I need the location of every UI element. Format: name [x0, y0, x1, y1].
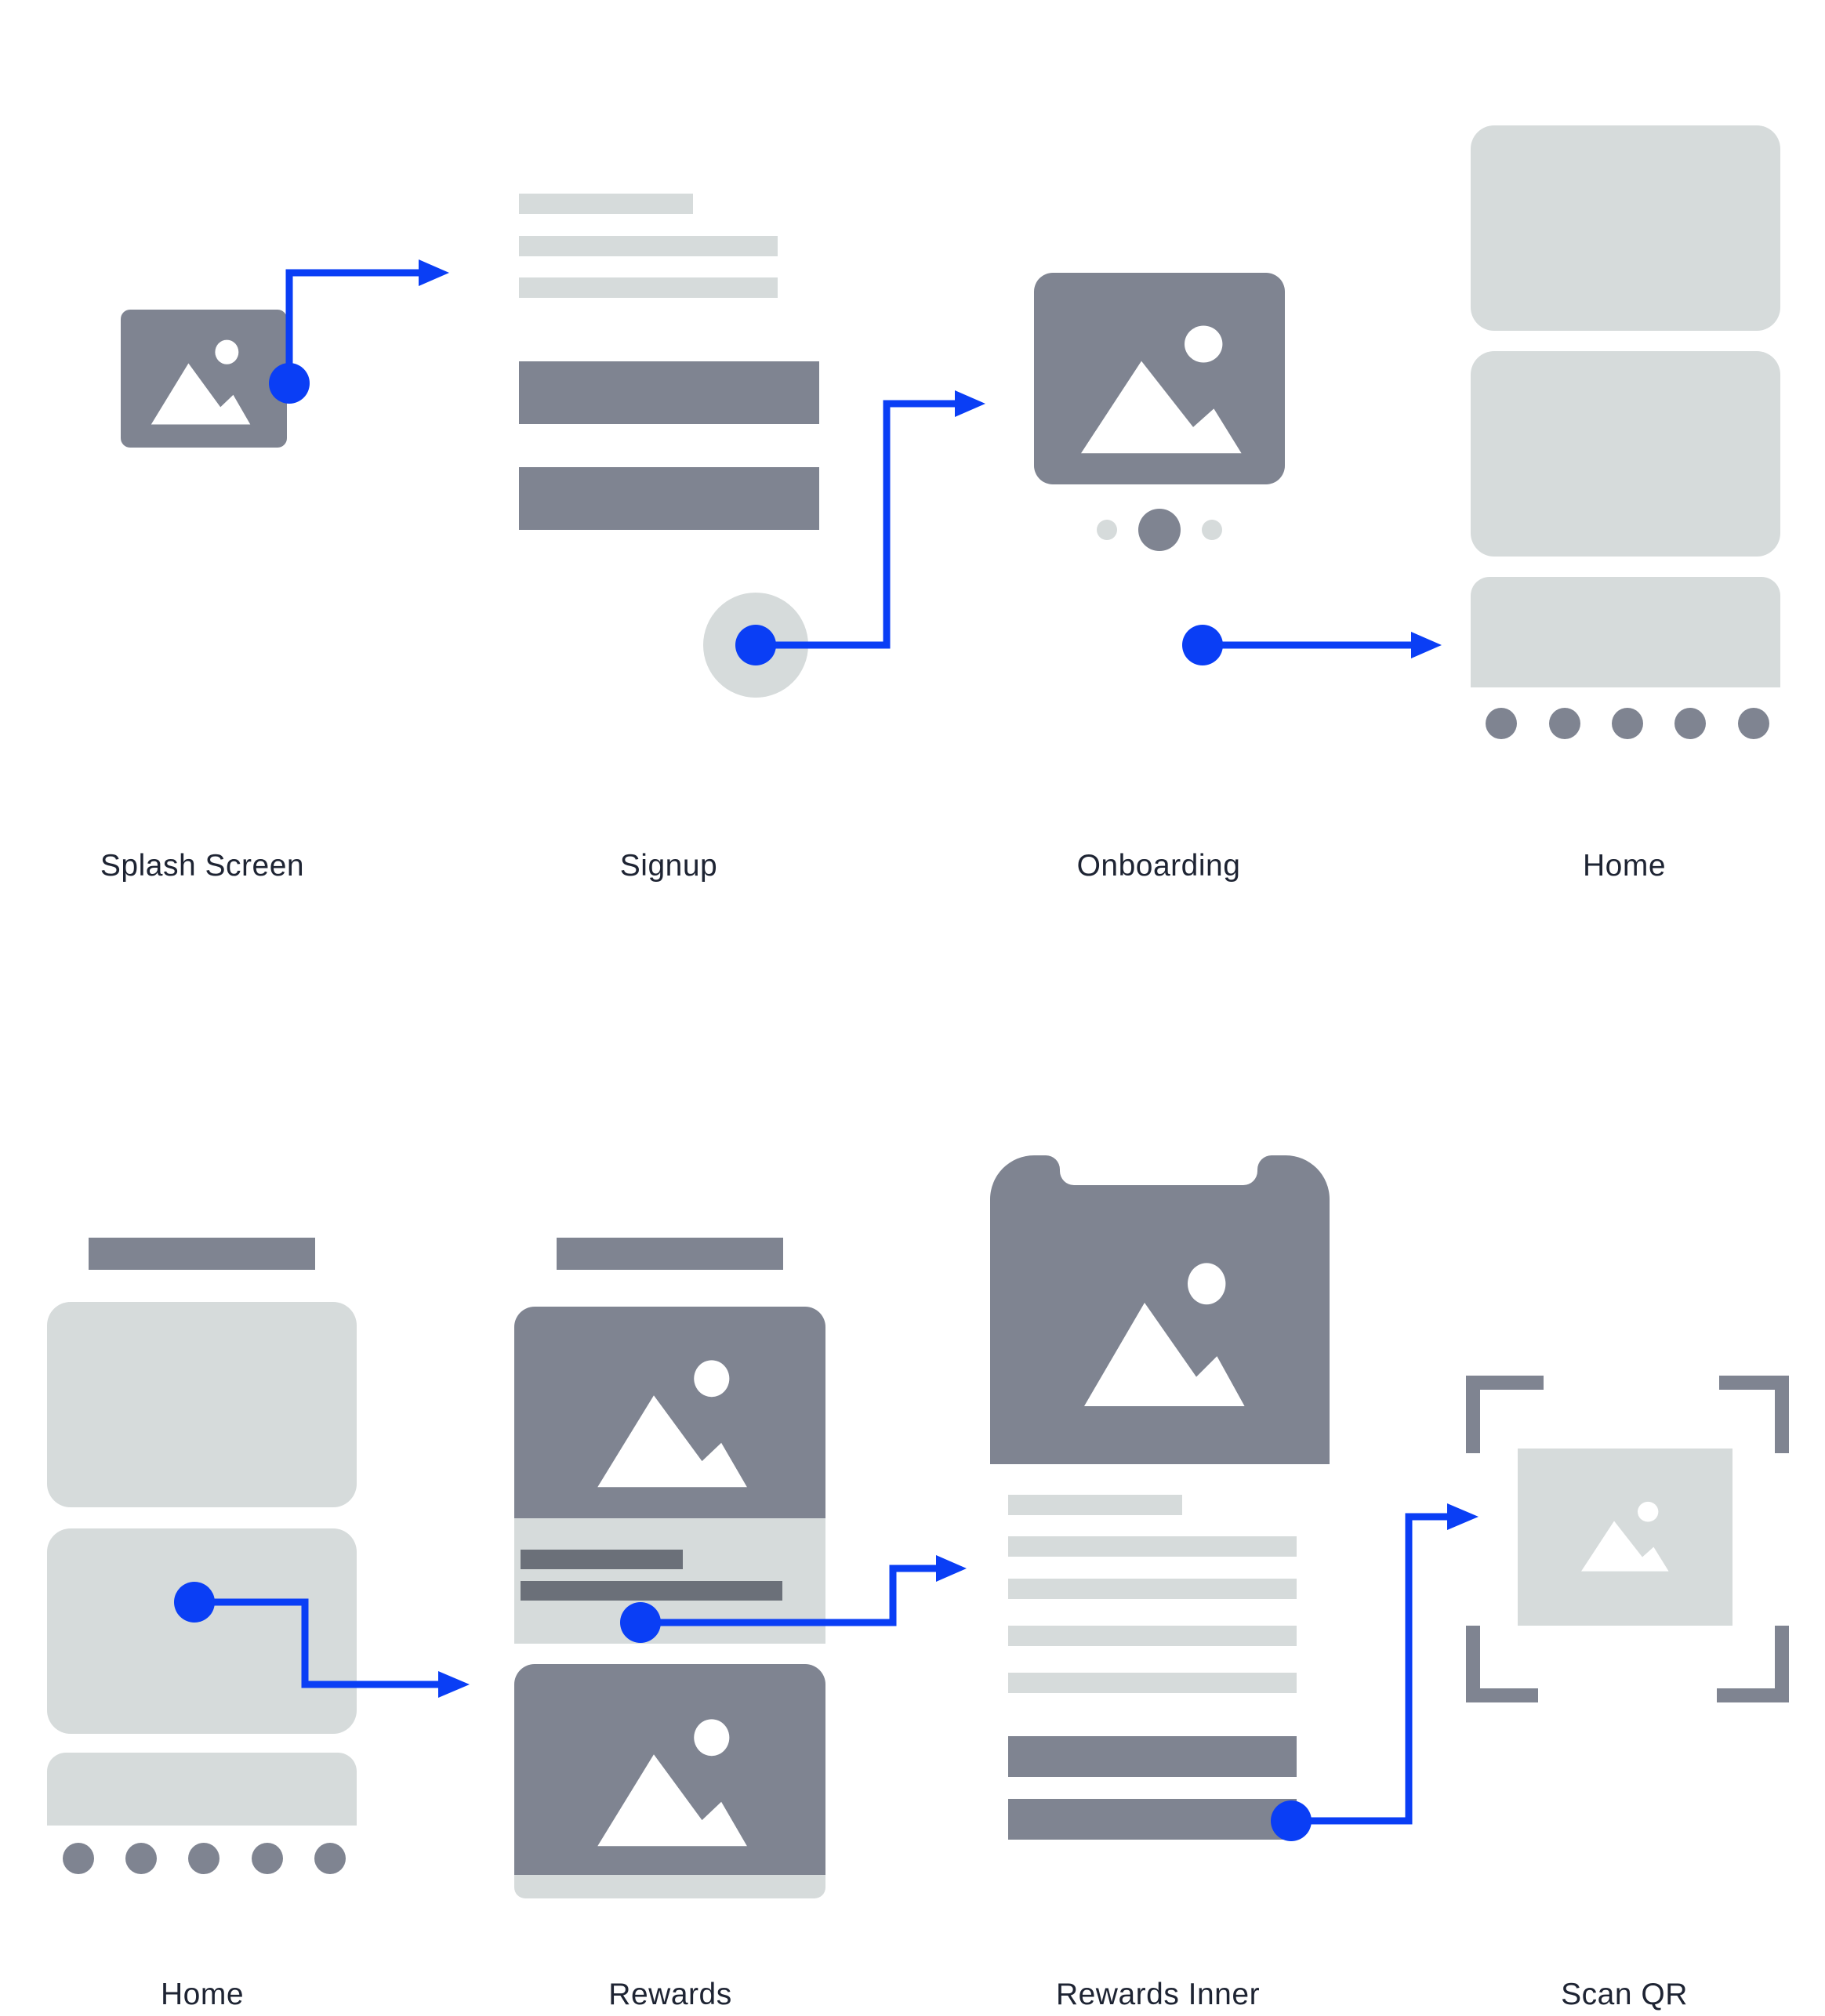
tab-bar-dot [1549, 708, 1580, 739]
connector-home-to-rewards [194, 1598, 443, 1688]
home-card [47, 1528, 357, 1734]
reward-card-body [514, 1875, 825, 1898]
screen-label-scan-qr: Scan QR [1561, 1978, 1688, 2011]
splash-screen-wireframe [121, 310, 287, 448]
screen-label-home-2: Home [160, 1978, 245, 2011]
arrowhead [955, 390, 985, 417]
scan-frame-corner [1719, 1376, 1789, 1453]
screen-label-rewards: Rewards [608, 1978, 732, 2011]
home-card [1471, 125, 1780, 331]
tab-bar-dot [1612, 708, 1643, 739]
rewards-inner-text [1008, 1536, 1297, 1557]
tab-bar-dot [188, 1843, 220, 1874]
reward-card-image [514, 1307, 825, 1518]
pager-dot [1097, 520, 1117, 540]
home-card-partial [1471, 577, 1780, 687]
connector-splash-to-signup [285, 269, 423, 383]
connector-signup-to-onboarding [756, 400, 960, 649]
screen-label-rewards-inner: Rewards Inner [1055, 1978, 1261, 2011]
rewards-inner-text [1008, 1626, 1297, 1646]
connector-rewards-to-inner [640, 1565, 941, 1626]
screen-label-splash: Splash Screen [100, 849, 305, 883]
splash-image-placeholder [121, 310, 287, 448]
connector-start-dot [1271, 1800, 1312, 1841]
connector-inner-to-scan [1291, 1513, 1452, 1825]
onboarding-wireframe [1034, 273, 1285, 551]
flow-arrowheads [419, 259, 1479, 1698]
signup-wireframe [519, 194, 819, 698]
signup-text-line [519, 194, 693, 214]
arrowhead [936, 1555, 967, 1582]
tab-bar-dot [1486, 708, 1517, 739]
reward-card-text [521, 1581, 782, 1601]
connector-start-dot [735, 625, 776, 665]
rewards-inner-wireframe [990, 1155, 1330, 1840]
home-card-partial [47, 1753, 357, 1826]
tab-bar-dot [314, 1843, 346, 1874]
rewards-inner-text [1008, 1579, 1297, 1599]
connector-start-dot [620, 1602, 661, 1643]
rewards-inner-text [1008, 1495, 1182, 1515]
home-card [1471, 351, 1780, 557]
scan-frame-corner [1466, 1376, 1544, 1453]
rewards-inner-button [1008, 1799, 1297, 1840]
connector-start-dot [269, 363, 310, 404]
rewards-inner-text [1008, 1673, 1297, 1693]
connector-start-dot [174, 1582, 215, 1623]
flow-connectors [194, 269, 1452, 1825]
scan-qr-wireframe [1466, 1376, 1789, 1702]
scan-frame-corner [1717, 1626, 1789, 1702]
signup-text-line [519, 236, 778, 256]
home-wireframe [1471, 125, 1780, 739]
rewards-inner-button [1008, 1736, 1297, 1777]
rewards-header-bar [557, 1238, 783, 1270]
connector-start-dot [1182, 625, 1223, 665]
tab-bar-dot [1674, 708, 1706, 739]
rewards-inner-hero [990, 1155, 1330, 1464]
flow-start-dots [174, 363, 1312, 1841]
rewards-wireframe [514, 1238, 825, 1898]
pager-dot-active [1138, 509, 1181, 551]
screen-label-home: Home [1582, 849, 1667, 883]
tab-bar-dot [252, 1843, 283, 1874]
arrowhead [1447, 1503, 1479, 1530]
home-header-bar [89, 1238, 315, 1270]
scan-frame-corner [1466, 1626, 1538, 1702]
home-card [47, 1302, 357, 1507]
signup-button [519, 467, 819, 530]
tab-bar-dot [125, 1843, 157, 1874]
arrowhead [1411, 632, 1442, 658]
arrowhead [419, 259, 449, 286]
screen-label-onboarding: Onboarding [1076, 849, 1241, 883]
home-wireframe-2 [47, 1238, 357, 1874]
pager-dot [1202, 520, 1222, 540]
arrowhead [438, 1671, 470, 1698]
signup-field [519, 361, 819, 424]
screen-label-signup: Signup [619, 849, 718, 883]
tab-bar-dot [63, 1843, 94, 1874]
signup-text-line [519, 277, 778, 298]
reward-card-image [514, 1664, 825, 1875]
reward-card-text [521, 1550, 683, 1569]
tab-bar-dot [1738, 708, 1769, 739]
